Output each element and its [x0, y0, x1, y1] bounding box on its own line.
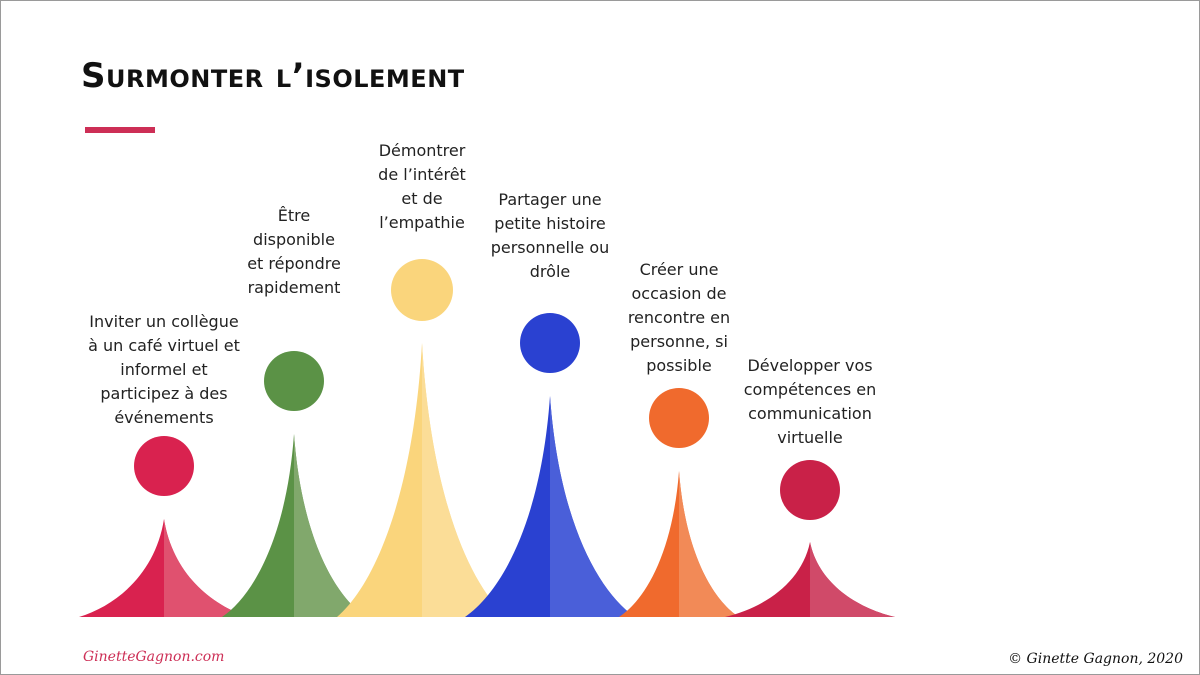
footer-copyright: © Ginette Gagnon, 2020 [1008, 651, 1183, 667]
ball-5 [649, 388, 709, 448]
step-label-6: Développer vos compétences en communicat… [743, 356, 877, 447]
step-label-3: Démontrer de l’intérêt et de l’empathie [378, 141, 466, 232]
step-label-4: Partager une petite histoire personnelle… [490, 190, 610, 281]
peak-3-highlight [422, 343, 507, 617]
peak-2-highlight [294, 434, 366, 617]
title-accent-bar [85, 127, 155, 133]
ball-4 [520, 313, 580, 373]
footer-website: GinetteGagnon.com [83, 649, 225, 665]
peak-5-highlight [679, 471, 739, 617]
ball-3 [391, 259, 453, 321]
ball-1 [134, 436, 194, 496]
step-label-2: Être disponible et répondre rapidement [247, 206, 341, 297]
step-label-5: Créer une occasion de rencontre en perso… [627, 260, 731, 375]
ball-6 [780, 460, 840, 520]
step-label-1: Inviter un collègue à un café virtuel et… [88, 312, 240, 427]
peak-1-highlight [164, 519, 249, 617]
peak-6-highlight [810, 542, 895, 617]
ball-2 [264, 351, 324, 411]
slide-title: Surmonter l’isolement [81, 56, 465, 96]
peak-4-highlight [550, 396, 635, 617]
